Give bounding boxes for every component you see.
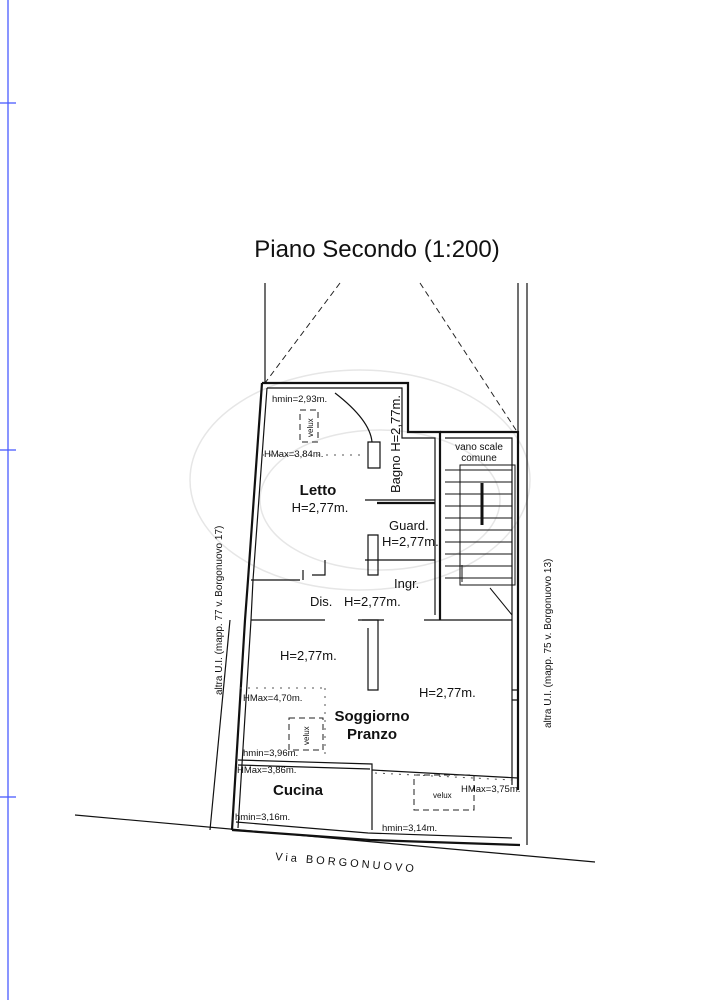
skylights <box>240 409 513 811</box>
velux-right: velux <box>433 791 452 800</box>
room-pranzo-name: Pranzo <box>347 726 397 743</box>
room-letto-height: H=2,77m. <box>292 500 349 515</box>
walls <box>230 381 521 847</box>
room-left-height: H=2,77m. <box>280 648 337 663</box>
room-bagno-label: Bagno H=2,77m. <box>388 395 403 493</box>
plan-title: Piano Secondo (1:200) <box>254 236 500 263</box>
stair-label-2: comune <box>461 453 497 464</box>
room-letto-name: Letto <box>300 482 337 499</box>
room-soggiorno-name: Soggiorno <box>335 708 410 725</box>
hmax-letto: HMax=3,84m. <box>264 449 323 460</box>
hmin-letto: hmin=2,93m. <box>272 394 327 405</box>
room-dis-height: H=2,77m. <box>344 594 401 609</box>
room-cucina-name: Cucina <box>273 782 324 799</box>
staircase <box>445 464 516 616</box>
room-soggiorno-height: H=2,77m. <box>419 685 476 700</box>
neighbor-right: altra U.I. (mapp. 75 v. Borgonuovo 13) <box>543 559 554 728</box>
watermark <box>189 369 531 591</box>
velux-letto: velux <box>306 418 315 437</box>
hmax-cucina: HMax=3,86m. <box>237 765 296 776</box>
room-ingr-name: Ingr. <box>394 576 419 591</box>
hmin-cucina: hmin=3,16m. <box>235 812 290 823</box>
page-margin-line <box>0 0 16 1000</box>
hmin-soggiorno: hmin=3,96m. <box>243 748 298 759</box>
hmax-right: HMax=3,75m. <box>461 784 520 795</box>
neighbor-left: altra U.I. (mapp. 77 v. Borgonuovo 17) <box>214 526 225 695</box>
street-name: Via BORGONUOVO <box>275 851 418 875</box>
room-dis-name: Dis. <box>310 594 332 609</box>
velux-soggiorno: velux <box>302 726 311 745</box>
hmin-street: hmin=3,14m. <box>382 823 437 834</box>
room-guard-name: Guard. <box>389 518 429 533</box>
room-guard-height: H=2,77m. <box>382 534 439 549</box>
stair-label-1: vano scale <box>455 442 503 453</box>
hmax-soggiorno: HMax=4,70m. <box>243 693 302 704</box>
